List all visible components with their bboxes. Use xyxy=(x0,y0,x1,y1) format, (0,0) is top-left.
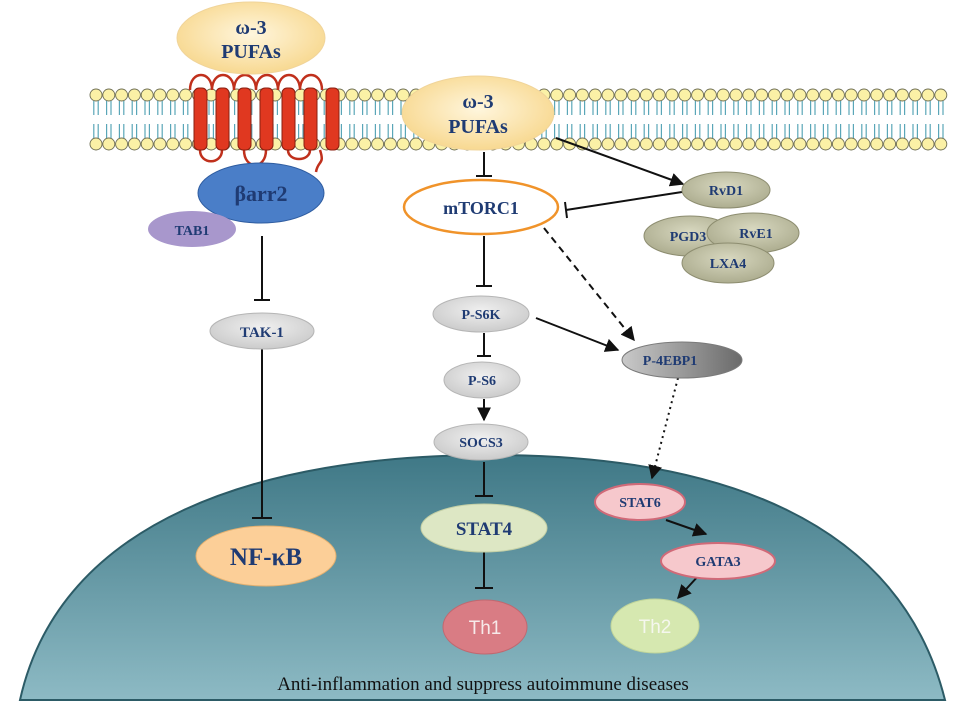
node-tab1: TAB1 xyxy=(148,211,236,247)
edge-stat6-gata3 xyxy=(665,519,708,537)
node-p4ebp1: P-4EBP1 xyxy=(621,341,743,379)
pufa-top-line2: PUFAs xyxy=(221,41,281,63)
node-stat6: STAT6 xyxy=(594,483,686,521)
pufa-membrane-line1: ω-3 xyxy=(462,91,493,113)
node-ps6: P-S6 xyxy=(443,361,521,399)
th2-label: Th2 xyxy=(639,617,672,638)
tab1-label: TAB1 xyxy=(175,224,210,239)
node-tak1: TAK-1 xyxy=(209,312,315,350)
edge-rvd1-mtorc1-bar xyxy=(564,201,568,219)
tak1-label: TAK-1 xyxy=(240,325,284,341)
edge-pufa-rvd1 xyxy=(555,137,685,187)
barr2-label: βarr2 xyxy=(234,181,287,206)
node-pufa-extracellular: ω-3 PUFAs xyxy=(176,1,326,75)
edge-p4ebp1-stat6 xyxy=(648,377,679,480)
stat6-label: STAT6 xyxy=(619,496,661,511)
stat4-label: STAT4 xyxy=(456,519,513,540)
socs3-label: SOCS3 xyxy=(459,436,503,451)
rvd1-label: RvD1 xyxy=(709,184,743,199)
pufa-membrane-line2: PUFAs xyxy=(448,116,508,138)
gata3-label: GATA3 xyxy=(695,555,740,570)
node-pufa-membrane: ω-3 PUFAs xyxy=(401,75,555,151)
pgd3-label: PGD3 xyxy=(670,230,707,245)
edge-rvd1-mtorc1 xyxy=(565,191,683,211)
node-stat4: STAT4 xyxy=(420,503,548,553)
node-th2: Th2 xyxy=(610,598,700,654)
node-th1: Th1 xyxy=(442,599,528,655)
caption: Anti-inflammation and suppress autoimmun… xyxy=(277,674,689,695)
node-barr2: βarr2 xyxy=(197,162,325,224)
lxa4-label: LXA4 xyxy=(710,257,747,272)
edge-ps6k-p4ebp1 xyxy=(535,317,620,352)
rve1-label: RvE1 xyxy=(739,227,772,242)
node-nfkb: NF-κB xyxy=(195,525,337,587)
mtorc1-label: mTORC1 xyxy=(443,198,519,218)
nucleus xyxy=(18,453,947,701)
receptor-icon xyxy=(188,73,340,173)
ps6-label: P-S6 xyxy=(468,374,496,389)
node-rvd1: RvD1 xyxy=(681,171,771,209)
node-gata3: GATA3 xyxy=(660,542,776,580)
node-ps6k: P-S6K xyxy=(432,295,530,333)
nfkb-label: NF-κB xyxy=(230,544,302,571)
ps6k-label: P-S6K xyxy=(462,308,501,323)
node-socs3: SOCS3 xyxy=(433,423,529,461)
pufa-top-line1: ω-3 xyxy=(235,17,266,39)
node-lxa4: LXA4 xyxy=(681,242,775,284)
node-mtorc1: mTORC1 xyxy=(402,178,560,236)
p4ebp1-label: P-4EBP1 xyxy=(643,354,697,369)
th1-label: Th1 xyxy=(469,618,502,639)
edge-mtorc1-p4ebp1 xyxy=(543,227,635,342)
